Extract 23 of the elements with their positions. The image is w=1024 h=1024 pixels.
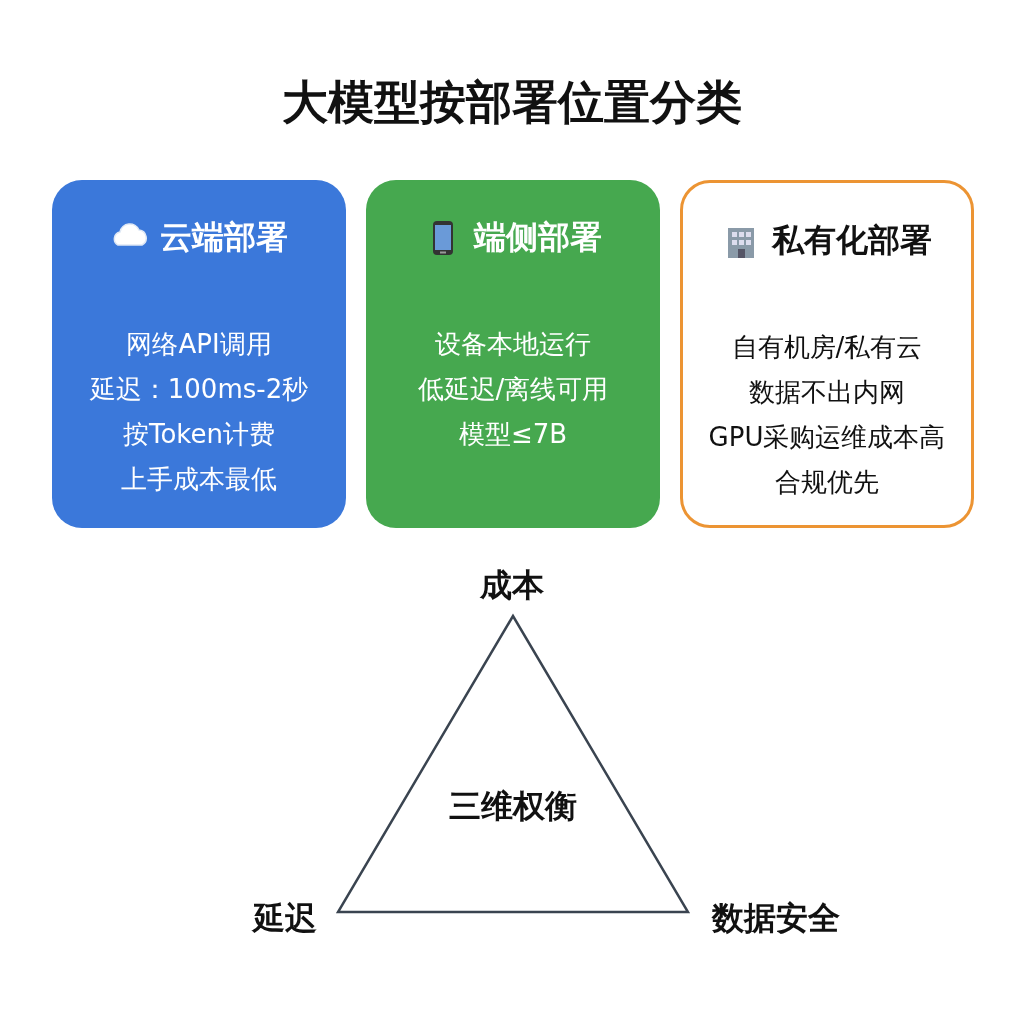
card-text: 设备本地运行 <box>435 328 591 361</box>
vertex-label: 成本 <box>479 565 545 606</box>
card-text: 模型≤7B <box>458 418 568 451</box>
card-text: 延迟：100ms-2秒 <box>89 373 309 406</box>
vertex-label: 数据安全 <box>710 898 841 939</box>
deployment-card <box>366 180 660 528</box>
card-heading: 端侧部署 <box>474 217 602 258</box>
vertex-label: 延迟 <box>250 898 318 939</box>
deployment-card <box>52 180 346 528</box>
title: 大模型按部署位置分类 <box>281 74 743 131</box>
card-text: GPU采购运维成本高 <box>708 421 946 454</box>
card-text: 合规优先 <box>775 466 879 499</box>
card-heading: 私有化部署 <box>772 220 932 261</box>
card-text: 按Token计费 <box>123 418 275 451</box>
card-text: 网络API调用 <box>126 328 272 361</box>
card-heading: 云端部署 <box>160 217 288 258</box>
card-text: 自有机房/私有云 <box>731 331 923 364</box>
card-text: 上手成本最低 <box>121 463 277 496</box>
card-text: 低延迟/离线可用 <box>417 373 609 406</box>
tradeoff-triangle <box>336 613 690 914</box>
card-text: 数据不出内网 <box>749 376 905 409</box>
deployment-card <box>680 180 974 528</box>
triangle-label: 三维权衡 <box>448 786 578 827</box>
